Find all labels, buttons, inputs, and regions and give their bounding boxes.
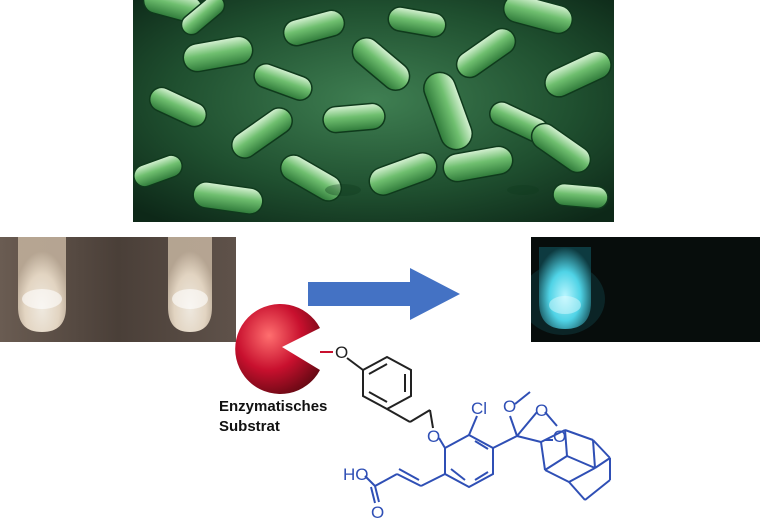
- substrate-label-line-1: Enzymatisches: [219, 398, 328, 415]
- dioxetane-oxygen-2-atom: O: [553, 427, 566, 446]
- luminescent-tube-photo: [531, 237, 760, 342]
- reaction-arrow: [308, 268, 460, 320]
- dioxetane-oxygen-1-atom: O: [535, 401, 548, 420]
- carbonyl-oxygen-atom: O: [371, 503, 384, 519]
- enzyme-pacman-icon: [235, 304, 320, 394]
- test-tubes-photo: [0, 237, 236, 342]
- ether-oxygen-atom: O: [335, 343, 348, 362]
- chloro-atom: Cl: [471, 399, 487, 418]
- substrate-molecule-diagram: O O Cl O O O HO O: [320, 343, 611, 519]
- benzyl-oxygen-atom: O: [427, 427, 440, 446]
- substrate-label-line-2: Substrat: [219, 418, 280, 435]
- acid-hydroxyl-group: HO: [343, 465, 369, 484]
- methoxy-oxygen-atom: O: [503, 397, 516, 416]
- bacteria-micrograph: [133, 0, 614, 222]
